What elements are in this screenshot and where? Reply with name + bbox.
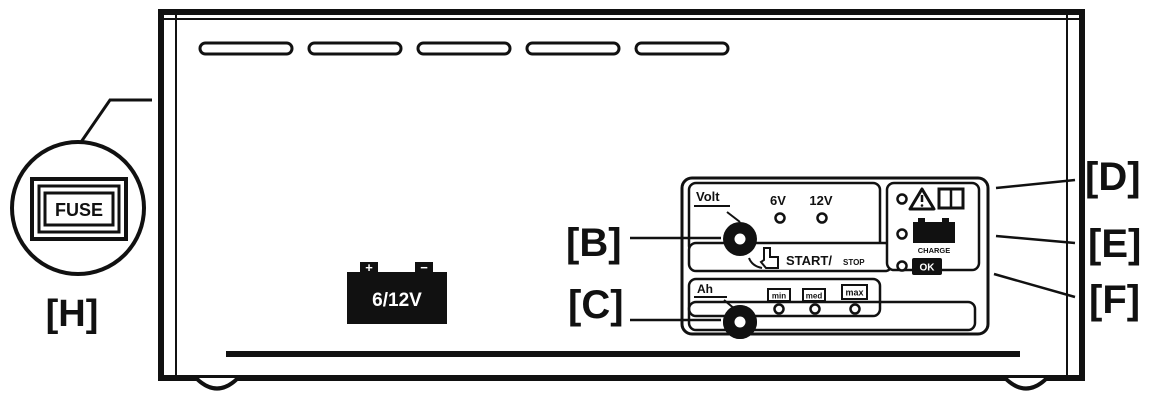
- callout-e-leader: [995, 234, 1076, 245]
- ah-max-led: [849, 303, 861, 315]
- vent-slot: [198, 41, 294, 56]
- battery-minus-sign: −: [420, 260, 428, 275]
- warning-triangle-icon: [908, 187, 936, 211]
- vent-slot: [525, 41, 621, 56]
- volt-knob-pointer: [726, 211, 741, 223]
- volt-select-button-center: [734, 233, 746, 245]
- volt-label: Volt: [696, 189, 720, 204]
- charge-label: CHARGE: [918, 246, 951, 255]
- ah-max-box: [841, 284, 868, 300]
- ok-label: OK: [920, 263, 936, 274]
- bottom-rail: [226, 351, 1020, 357]
- battery-charge-icon: [913, 218, 955, 243]
- stop-label: STOP: [843, 258, 865, 267]
- charge-led: [896, 228, 908, 240]
- volt-12v-label: 12V: [809, 193, 832, 208]
- vent-slot: [307, 41, 403, 56]
- start-curve: [748, 257, 763, 269]
- battery-voltage-label: 6/12V: [372, 290, 422, 311]
- ok-indicator-box: [912, 258, 942, 275]
- volt-12v-led: [816, 212, 828, 224]
- control-panel: Volt 6V 12V START/ STOP Ah min med max: [680, 176, 990, 339]
- callout-d: [D]: [1085, 155, 1141, 199]
- vent-slot: [634, 41, 730, 56]
- callout-d-leader: [995, 178, 1076, 190]
- callout-h: [H]: [46, 293, 99, 335]
- error-led: [896, 193, 908, 205]
- start-label: START/: [786, 253, 832, 268]
- ah-button-cover-center: [734, 316, 746, 328]
- battery-body: [347, 272, 447, 324]
- callout-e: [E]: [1088, 222, 1141, 266]
- battery-plus-sign: +: [365, 260, 373, 275]
- hand-pointer-icon: [759, 247, 779, 269]
- vent-slots: [198, 41, 730, 56]
- battery-terminal-plus: [360, 262, 378, 274]
- ah-min-led: [773, 303, 785, 315]
- fuse-callout: FUSE [H]: [10, 98, 152, 335]
- fuse-leader-line: [77, 98, 152, 146]
- ok-led: [896, 260, 908, 272]
- ah-med-label: med: [806, 292, 823, 301]
- volt-6v-led: [774, 212, 786, 224]
- ah-label: Ah: [697, 282, 713, 296]
- ah-lower-strip: [687, 300, 977, 332]
- fuse-label: FUSE: [55, 200, 103, 220]
- volt-6v-label: 6V: [770, 193, 786, 208]
- battery-symbol: + − 6/12V: [347, 260, 447, 324]
- callout-b: [B]: [566, 221, 622, 265]
- fuse-label-box: [43, 191, 115, 227]
- foot-right: [1003, 376, 1049, 391]
- callout-f-leader: [993, 272, 1076, 299]
- ah-max-label: max: [845, 288, 863, 298]
- callout-f: [F]: [1089, 278, 1140, 322]
- foot-left: [194, 376, 240, 391]
- battery-terminal-minus: [415, 262, 433, 274]
- vent-slot: [416, 41, 512, 56]
- manual-book-icon: [937, 187, 965, 210]
- ah-min-label: min: [772, 292, 786, 301]
- ah-med-led: [809, 303, 821, 315]
- callout-c: [C]: [568, 283, 624, 327]
